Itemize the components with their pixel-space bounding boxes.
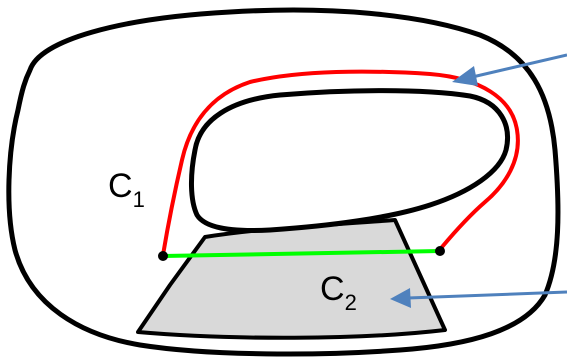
label-c1-main: C <box>108 167 133 205</box>
label-c2-sub: 2 <box>345 290 357 315</box>
inner-hole <box>191 91 507 231</box>
label-c1: C1 <box>108 167 145 212</box>
shaded-region-c2 <box>138 220 445 338</box>
label-c1-sub: 1 <box>133 187 145 212</box>
endpoint-left <box>158 251 168 261</box>
label-c2-main: C <box>320 270 345 308</box>
endpoint-right <box>435 246 445 256</box>
